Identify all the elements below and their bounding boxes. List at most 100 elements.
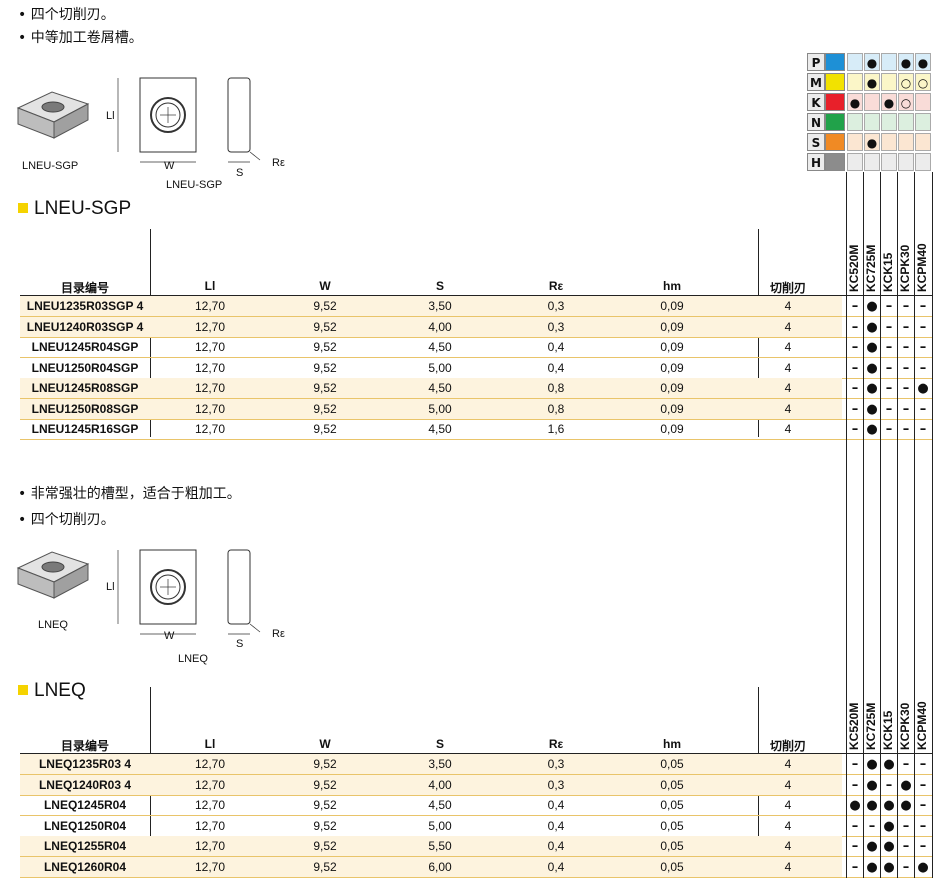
cell-li: 12,70 xyxy=(194,798,226,812)
dim-li-1: Ll xyxy=(106,110,115,122)
cell-re: 0,4 xyxy=(547,818,565,833)
table2-header-rule xyxy=(20,753,932,754)
grade-mark: – xyxy=(885,360,893,376)
grade-mark: – xyxy=(851,757,859,772)
row-separator xyxy=(20,357,932,358)
cell-w: 9,52 xyxy=(313,757,337,771)
cell-w: 9,52 xyxy=(313,401,337,416)
grade-mark: ● xyxy=(883,757,895,772)
cell-re: 0,8 xyxy=(547,401,565,416)
cell-hm: 0,05 xyxy=(660,859,684,874)
grade-mark: – xyxy=(919,422,927,437)
grade-mark: – xyxy=(902,299,910,314)
cell-hm: 0,09 xyxy=(660,360,684,375)
cell-edges: 4 xyxy=(784,422,792,436)
top-view-diagram-1 xyxy=(100,74,300,198)
cell-re: 0,3 xyxy=(547,299,565,313)
grade-mark: ● xyxy=(866,839,878,854)
legend-cell: ○ xyxy=(898,73,914,91)
legend-cell xyxy=(881,73,897,91)
cell-li: 12,70 xyxy=(194,401,226,416)
legend-cell xyxy=(881,53,897,71)
legend-cell xyxy=(915,153,931,171)
cell-re: 0,8 xyxy=(547,381,565,395)
grade-column-line xyxy=(880,172,881,878)
cell-edges: 4 xyxy=(784,839,792,853)
cell-re: 0,3 xyxy=(547,757,565,771)
grade-mark: – xyxy=(902,401,910,417)
grade-mark: – xyxy=(919,340,927,355)
grade-mark: ● xyxy=(866,401,878,417)
legend-cell xyxy=(847,53,863,71)
grade-mark: ● xyxy=(866,798,878,813)
dim-re-2: Rε xyxy=(272,628,285,640)
grade-mark: ● xyxy=(883,798,895,813)
cell-re: 0,4 xyxy=(547,859,565,874)
legend-cell: ● xyxy=(881,93,897,111)
grade-header-1: KCPK30 xyxy=(898,212,914,292)
cell-re: 0,4 xyxy=(547,340,565,354)
grade-column-line xyxy=(897,172,898,878)
grade-name: KC520M xyxy=(847,244,861,292)
cell-pn: LNEQ1245R04 xyxy=(43,798,127,812)
row-separator xyxy=(20,418,932,420)
grade-name: KCPK30 xyxy=(898,702,912,750)
grade-mark: – xyxy=(902,839,910,854)
cell-li: 12,70 xyxy=(194,340,226,354)
grade-header-2: KC520M xyxy=(847,670,863,750)
cell-pn: LNEQ1260R04 xyxy=(43,859,127,874)
grade-name: KCPM40 xyxy=(915,243,929,292)
legend-cell xyxy=(881,153,897,171)
cell-w: 9,52 xyxy=(313,340,337,354)
grade-mark: – xyxy=(868,818,876,834)
bullet-1: • 四个切削刃。 xyxy=(18,7,115,23)
grade-mark: – xyxy=(851,401,859,417)
row-separator xyxy=(20,876,932,878)
cell-pn: LNEQ1250R04 xyxy=(43,818,127,833)
grade-mark: ● xyxy=(900,798,912,813)
cell-re: 0,4 xyxy=(547,360,565,375)
legend-cell: ● xyxy=(847,93,863,111)
section-title-2: LNEQ xyxy=(18,680,86,702)
legend-letter: H xyxy=(807,153,825,171)
grade-mark: – xyxy=(902,340,910,355)
grade-mark: – xyxy=(885,381,893,396)
cell-edges: 4 xyxy=(784,859,792,874)
grade-header-1: KC725M xyxy=(864,212,880,292)
cell-li: 12,70 xyxy=(194,757,226,771)
cell-pn: LNEU1245R04SGP xyxy=(31,340,139,354)
cell-li: 12,70 xyxy=(194,319,226,334)
cell-pn: LNEQ1240R03 4 xyxy=(38,777,132,792)
legend-cell xyxy=(898,133,914,151)
grade-mark: – xyxy=(902,818,910,834)
grade-header-1: KC520M xyxy=(847,212,863,292)
legend-cell xyxy=(915,93,931,111)
legend-color-swatch xyxy=(825,153,845,171)
grade-mark: – xyxy=(919,818,927,834)
cell-hm: 0,09 xyxy=(660,381,684,395)
legend-cell xyxy=(864,113,880,131)
grade-name: KCK15 xyxy=(881,710,895,750)
cell-edges: 4 xyxy=(784,360,792,375)
cell-re: 0,3 xyxy=(547,777,565,792)
legend-cell xyxy=(881,133,897,151)
grade-mark: – xyxy=(902,422,910,437)
cell-hm: 0,05 xyxy=(660,818,684,833)
cell-re: 0,4 xyxy=(547,839,565,853)
grade-mark: – xyxy=(851,839,859,854)
table2-header-li: Ll xyxy=(204,737,216,751)
dim-s-2: S xyxy=(236,638,244,650)
cell-edges: 4 xyxy=(784,777,792,792)
grade-mark: – xyxy=(919,299,927,314)
grade-mark: – xyxy=(902,757,910,772)
cell-li: 12,70 xyxy=(194,299,226,313)
cell-hm: 0,05 xyxy=(660,757,684,771)
legend-cell xyxy=(915,113,931,131)
cell-pn: LNEU1235R03SGP 4 xyxy=(26,299,144,313)
legend-letter: N xyxy=(807,113,825,131)
